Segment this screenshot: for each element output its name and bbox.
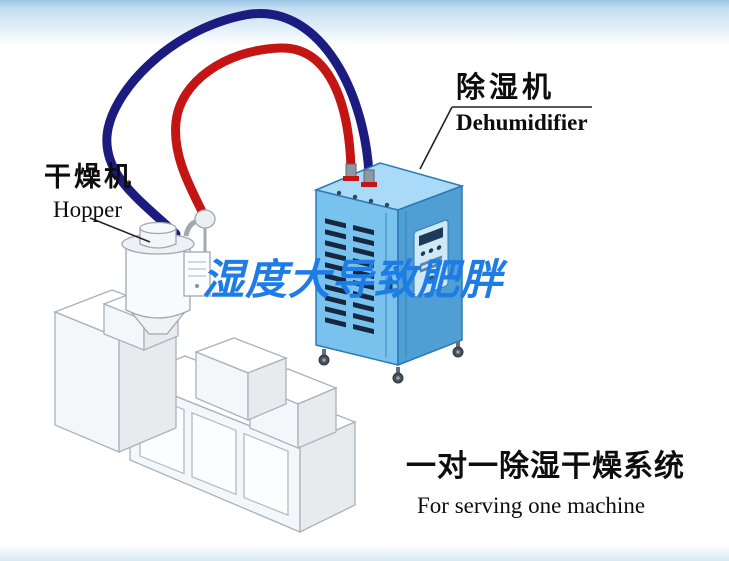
- dehumidifier-label-cn: 除湿机: [456, 72, 556, 104]
- control-button: [436, 245, 442, 250]
- control-display: [419, 227, 443, 247]
- dryer-label-en: Hopper: [53, 197, 122, 222]
- caster-wheel: [392, 367, 404, 384]
- return-pipe-port: [361, 169, 377, 187]
- vent-slot: [353, 280, 374, 291]
- vent-slot: [325, 295, 346, 306]
- bolt-dot: [368, 198, 374, 204]
- vent-slot: [325, 251, 346, 262]
- vent-slot: [353, 258, 374, 269]
- extruder-machine: [53, 289, 357, 534]
- return-air-pipe: [102, 9, 374, 239]
- vent-slot: [325, 284, 346, 295]
- watermark-text: 湿度大导致肥胖: [202, 256, 504, 303]
- bottom-gradient-band: [0, 545, 729, 561]
- vent-slot: [353, 291, 374, 302]
- hopper-dryer: [121, 209, 216, 335]
- vent-slot: [325, 229, 346, 240]
- vent-slot: [325, 218, 346, 229]
- caption-subtitle-en: For serving one machine: [417, 493, 646, 518]
- vent-slot: [325, 317, 346, 328]
- vent-slot: [353, 324, 374, 335]
- vent-slot: [353, 302, 374, 313]
- casters: [318, 341, 464, 384]
- control-panel: [405, 210, 449, 358]
- supply-air-pipe-tube: [171, 43, 356, 227]
- control-label-row: [420, 261, 442, 273]
- hopper-control-box: [183, 251, 211, 297]
- vent-slot: [353, 225, 374, 236]
- vent-slot: [353, 236, 374, 247]
- caster-wheel: [452, 341, 464, 358]
- vent-grille: [325, 212, 393, 358]
- annotation-lines: [89, 106, 592, 243]
- return-air-pipe-tube: [102, 9, 374, 239]
- blower-motor: [194, 209, 216, 229]
- dehumidifier-label-en: Dehumidifier: [456, 110, 588, 135]
- caption-title-cn: 一对一除湿干燥系统: [406, 450, 685, 483]
- hopper-lid-dome-top: [139, 221, 177, 235]
- supply-port-valve: [343, 176, 359, 181]
- dehumidifier-leader-line: [419, 106, 453, 170]
- vent-slot: [325, 306, 346, 317]
- hopper-leader-line: [89, 217, 151, 243]
- machine-base-end: [299, 421, 356, 534]
- top-face-bolts: [336, 190, 390, 208]
- vent-slot: [325, 273, 346, 284]
- bolt-dot: [384, 202, 390, 208]
- door-panel: [243, 432, 289, 517]
- barrel-box2-side: [297, 387, 337, 449]
- control-knob: [427, 275, 435, 284]
- blower-elbow-pipe: [183, 218, 198, 237]
- hopper-cylinder: [125, 245, 191, 319]
- supply-air-pipe: [171, 43, 356, 227]
- caster-wheel: [318, 349, 330, 366]
- dehumidifier-cabinet: [313, 162, 465, 384]
- control-button: [428, 248, 434, 253]
- dryer-label-cn: 干燥机: [44, 162, 134, 192]
- barrel-box1-side: [247, 357, 287, 421]
- return-port-valve: [361, 182, 377, 187]
- vent-slot: [353, 269, 374, 280]
- bolt-dot: [336, 190, 342, 196]
- vent-slot: [353, 313, 374, 324]
- supply-pipe-port: [343, 163, 359, 181]
- control-button: [420, 251, 426, 256]
- vent-slot: [325, 240, 346, 251]
- top-gradient-band: [0, 0, 729, 46]
- bolt-dot: [352, 194, 358, 200]
- door-handle: [389, 277, 393, 290]
- control-label-row: [420, 255, 442, 267]
- control-box-dot: [195, 284, 199, 288]
- vent-slot: [325, 262, 346, 273]
- vent-slot: [353, 247, 374, 258]
- door-panel: [191, 411, 237, 496]
